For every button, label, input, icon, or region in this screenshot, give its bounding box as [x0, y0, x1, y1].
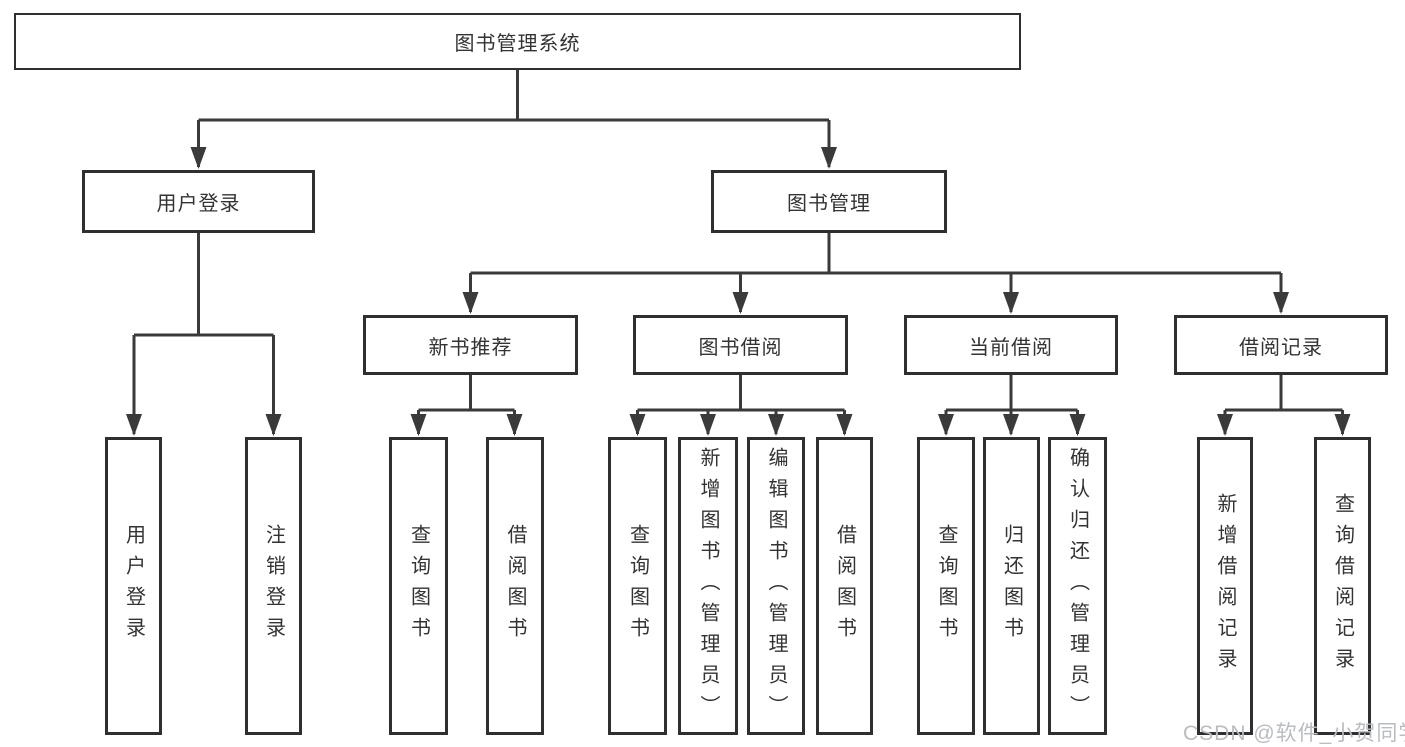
- leaf-user-login: 用户登录: [105, 437, 162, 735]
- leaf-records-add-record: 新增借阅记录: [1197, 437, 1253, 735]
- leaf-current-query-books: 查询图书: [917, 437, 975, 735]
- leaf-current-return-books: 归还图书: [983, 437, 1040, 735]
- node-user-login: 用户登录: [82, 170, 315, 233]
- node-book-management: 图书管理: [711, 170, 947, 233]
- connector-trunks: [134, 70, 1343, 412]
- leaf-borrowing-query-books: 查询图书: [608, 437, 667, 735]
- leaf-borrowing-add-books-admin: 新增图书（管理员）: [678, 437, 738, 735]
- watermark: CSDN @软件_小贺同学: [1183, 722, 1405, 745]
- leaf-borrowing-borrow-books: 借阅图书: [816, 437, 873, 735]
- node-borrowing-records: 借阅记录: [1174, 315, 1388, 375]
- leaf-recommend-query-books: 查询图书: [389, 437, 448, 735]
- node-book-borrowing: 图书借阅: [633, 315, 848, 375]
- leaf-logout: 注销登录: [245, 437, 302, 735]
- node-current-borrowing: 当前借阅: [904, 315, 1118, 375]
- leaf-recommend-borrow-books: 借阅图书: [486, 437, 544, 735]
- node-new-book-recommendation: 新书推荐: [363, 315, 578, 375]
- leaf-current-confirm-return-admin: 确认归还（管理员）: [1048, 437, 1107, 735]
- leaf-borrowing-edit-books-admin: 编辑图书（管理员）: [747, 437, 805, 735]
- leaf-records-query-record: 查询借阅记录: [1314, 437, 1371, 735]
- node-library-system: 图书管理系统: [14, 13, 1021, 70]
